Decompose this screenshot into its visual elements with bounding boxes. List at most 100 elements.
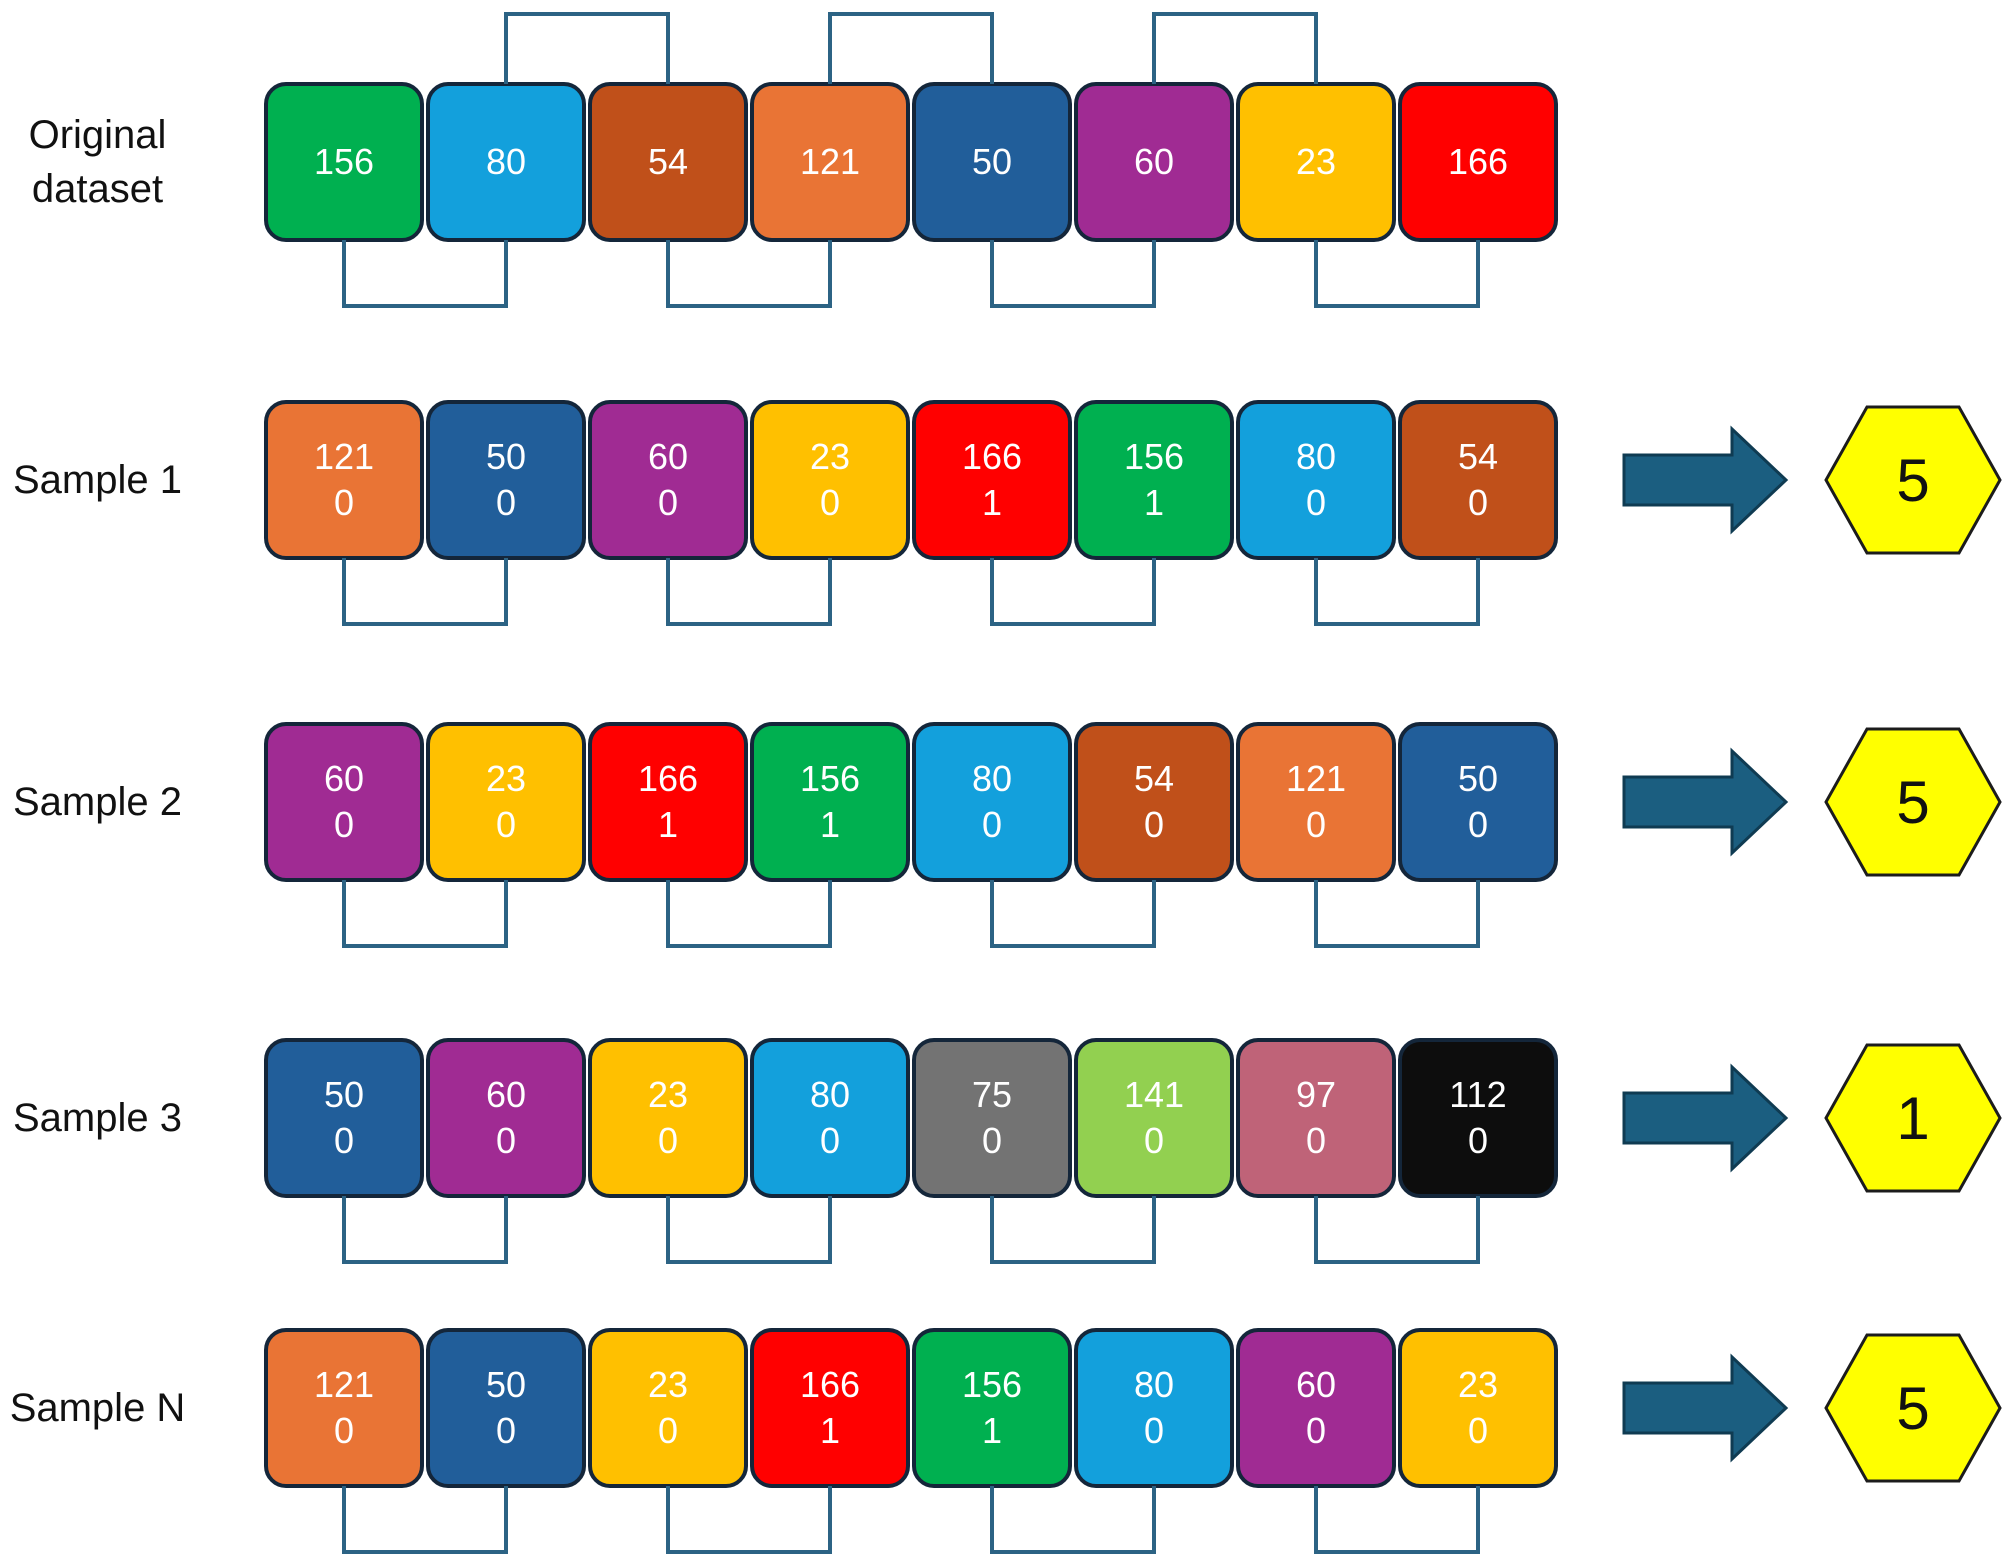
hexagon-icon [1824,1333,2002,1483]
tile-value: 23 [647,1074,689,1115]
value-tile: 121 [750,82,910,242]
pair-connector-below [342,558,508,626]
tile-value: 156 [961,1364,1023,1405]
tile-value: 112 [1449,1074,1507,1115]
tile-flag: 0 [657,1410,679,1451]
tile-value: 156 [799,758,861,799]
hexagon-shape [1824,727,2002,877]
tile-value: 23 [647,1364,689,1405]
tile-flag: 0 [819,1120,841,1161]
hexagon-shape [1824,405,2002,555]
value-tile: 166 [1398,82,1558,242]
value-tile: 23 [1236,82,1396,242]
pair-connector-below [666,880,832,948]
tile-value: 50 [323,1074,365,1115]
tile-flag: 0 [1143,1120,1165,1161]
value-tile: 50 [912,82,1072,242]
hexagon-icon [1824,727,2002,877]
tile-value: 166 [637,758,699,799]
tile-value: 80 [485,141,527,182]
tile-flag: 0 [819,482,841,523]
tile-value: 50 [971,141,1013,182]
tile-value: 80 [1295,436,1337,477]
tile-value: 50 [485,436,527,477]
arrow-right-icon [1622,425,1789,535]
tile-value: 54 [1457,436,1499,477]
tile-value: 166 [961,436,1023,477]
value-tile: 80 [426,82,586,242]
result-count: 5 [1896,1374,1930,1442]
tile-value: 60 [647,436,689,477]
tile-flag: 1 [981,482,1003,523]
row-label-line: Sample 1 [13,458,182,502]
tile-flag: 0 [495,482,517,523]
tile-value: 75 [971,1074,1013,1115]
pair-connector-below [1314,558,1480,626]
result-count: 5 [1896,768,1930,836]
pair-connector-below [342,880,508,948]
tile-value: 80 [1133,1364,1175,1405]
tile-flag: 0 [495,1410,517,1451]
tile-flag: 0 [1467,482,1489,523]
pair-connector-below [990,1486,1156,1554]
tile-flag: 0 [1143,1410,1165,1451]
row-label: Sample N [0,1381,195,1435]
tile-flag: 0 [333,1120,355,1161]
arrow-shape [1622,1353,1789,1463]
row-label: Sample 3 [0,1091,195,1145]
tile-value: 60 [1295,1364,1337,1405]
tile-flag: 0 [657,482,679,523]
tile-value: 60 [485,1074,527,1115]
tile-value: 121 [313,436,375,477]
row-label-line: Sample 3 [13,1096,182,1140]
value-tile: 156 [264,82,424,242]
row-label: Sample 1 [0,453,195,507]
tile-flag: 0 [1467,1120,1489,1161]
row-label: Sample 2 [0,775,195,829]
pair-connector-above [504,12,670,84]
arrow-shape [1622,425,1789,535]
tile-flag: 0 [1305,1410,1327,1451]
tile-value: 156 [313,141,375,182]
pair-connector-above [828,12,994,84]
tile-value: 54 [647,141,689,182]
row-label-line: Original [28,113,167,157]
pair-connector-below [1314,880,1480,948]
tile-flag: 0 [1305,1120,1327,1161]
pair-connector-below [990,240,1156,308]
tile-value: 156 [1123,436,1185,477]
pair-connector-above [1152,12,1318,84]
pair-connector-below [342,1196,508,1264]
pair-connector-below [990,558,1156,626]
arrow-right-icon [1622,747,1789,857]
tile-flag: 1 [1143,482,1165,523]
arrow-right-icon [1622,1063,1789,1173]
tile-flag: 1 [657,804,679,845]
value-tile: 54 [588,82,748,242]
